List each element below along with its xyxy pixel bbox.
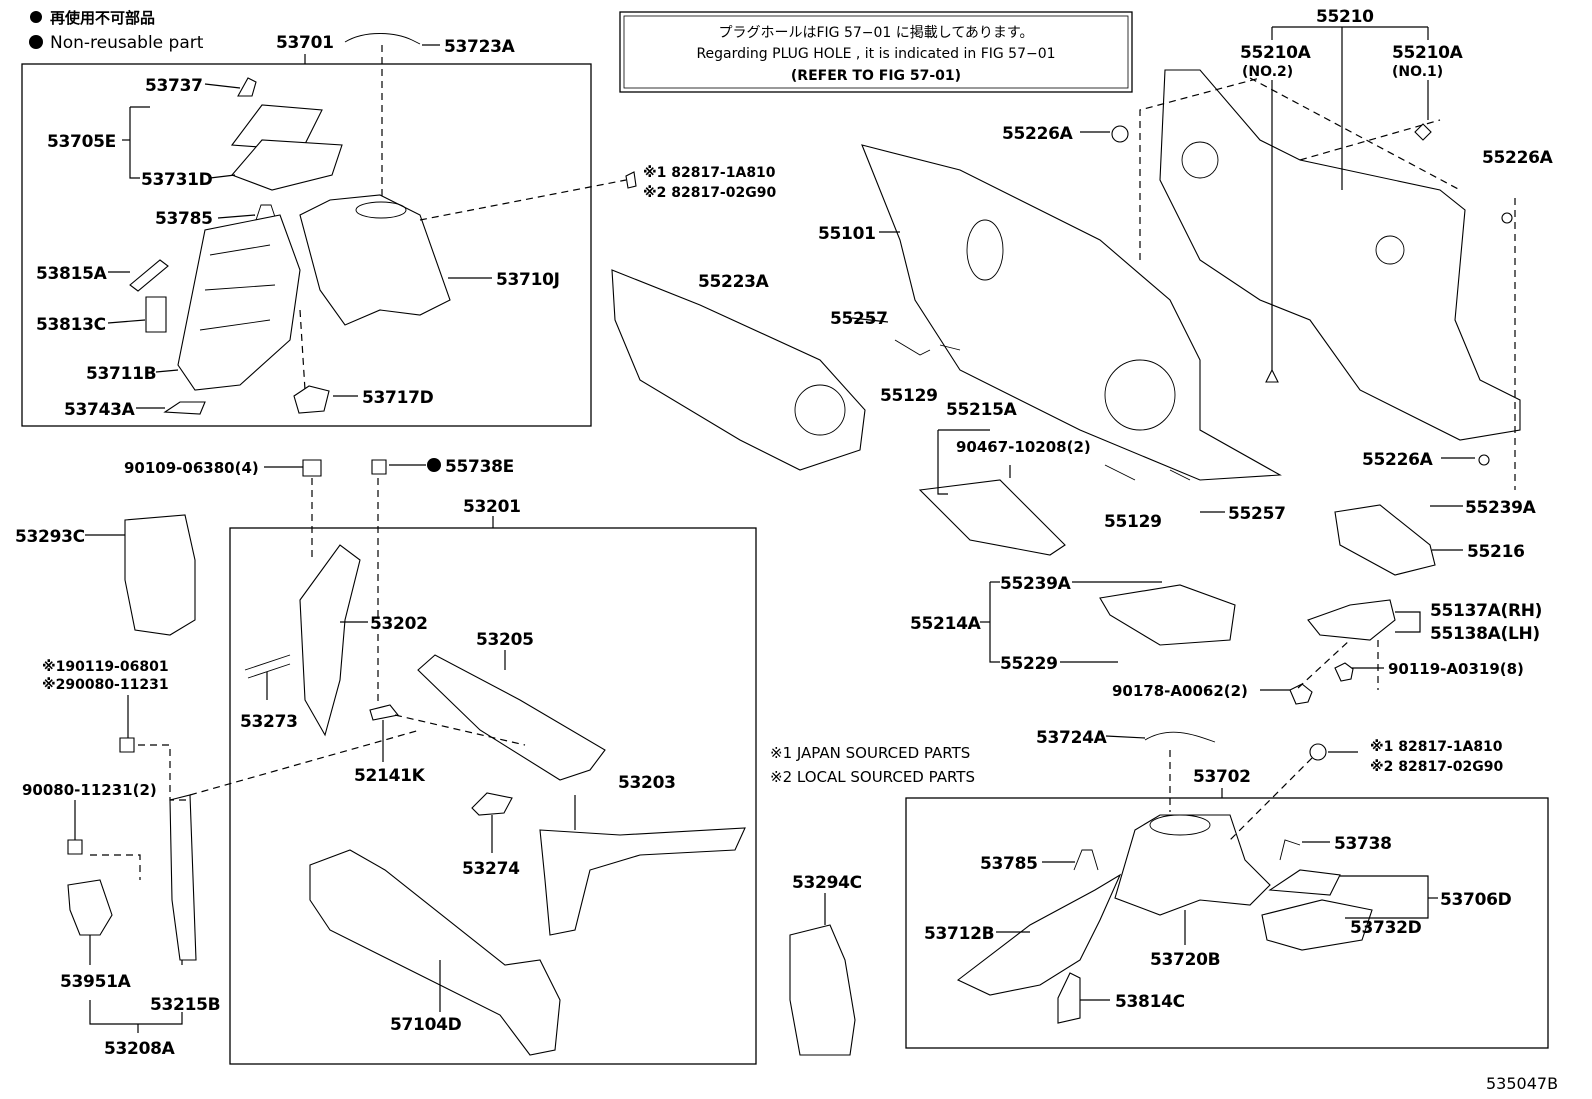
label-290080-11231[interactable]: ※290080-11231 [42, 677, 169, 693]
legend: 再使用不可部品 Non-reusable part [29, 9, 204, 53]
label-53813C[interactable]: 53813C [36, 315, 106, 335]
label-55226A-top[interactable]: 55226A [1002, 124, 1074, 144]
source-note-japan: ※1 JAPAN SOURCED PARTS [770, 744, 970, 762]
label-53737[interactable]: 53737 [145, 76, 203, 96]
leader-lines [74, 26, 1516, 1033]
label-53274[interactable]: 53274 [462, 859, 520, 879]
notice-ref: (REFER TO FIG 57-01) [791, 68, 961, 84]
label-53705E[interactable]: 53705E [47, 132, 116, 152]
legend-jp-label: 再使用不可部品 [50, 9, 155, 27]
label-53731D[interactable]: 53731D [141, 170, 213, 190]
label-53293C[interactable]: 53293C [15, 527, 85, 547]
label-53273[interactable]: 53273 [240, 712, 298, 732]
label-55210[interactable]: 55210 [1316, 7, 1374, 27]
legend-en-label: Non-reusable part [50, 33, 204, 53]
label-53815A[interactable]: 53815A [36, 264, 108, 284]
label-53712B[interactable]: 53712B [924, 924, 995, 944]
label-no1: (NO.1) [1392, 64, 1443, 80]
label-55738E[interactable]: 55738E [445, 457, 514, 477]
label-53215B[interactable]: 53215B [150, 995, 221, 1015]
label-82817-1A810-top[interactable]: ※1 82817-1A810 [643, 165, 776, 181]
label-90178-A0062[interactable]: 90178-A0062(2) [1112, 682, 1248, 700]
label-53294C[interactable]: 53294C [792, 873, 862, 893]
label-82817-02G90-bottom[interactable]: ※2 82817-02G90 [1370, 759, 1503, 775]
label-190119-06801[interactable]: ※190119-06801 [42, 659, 169, 675]
label-55216[interactable]: 55216 [1467, 542, 1525, 562]
label-55239A-left[interactable]: 55239A [1000, 574, 1072, 594]
source-note-local: ※2 LOCAL SOURCED PARTS [770, 768, 975, 786]
label-55229[interactable]: 55229 [1000, 654, 1058, 674]
label-55210A-no2[interactable]: 55210A [1240, 43, 1312, 63]
label-90119-A0319[interactable]: 90119-A0319(8) [1388, 660, 1524, 678]
part-labels: 53701 53723A 53737 53705E 53731D 53785 5… [15, 7, 1558, 1093]
non-reusable-bullet-icon [427, 458, 441, 472]
notice-jp: プラグホールはFIG 57−01 に掲載してあります。 [718, 25, 1033, 41]
label-53701[interactable]: 53701 [276, 33, 334, 53]
label-53711B[interactable]: 53711B [86, 364, 157, 384]
label-82817-02G90-top[interactable]: ※2 82817-02G90 [643, 185, 776, 201]
label-53951A[interactable]: 53951A [60, 972, 132, 992]
label-53717D[interactable]: 53717D [362, 388, 434, 408]
label-53208A[interactable]: 53208A [104, 1039, 176, 1059]
label-53723A[interactable]: 53723A [444, 37, 516, 57]
label-55257-top[interactable]: 55257 [830, 309, 888, 329]
label-55214A[interactable]: 55214A [910, 614, 982, 634]
label-53201[interactable]: 53201 [463, 497, 521, 517]
group-box-53701 [21, 63, 592, 427]
label-55137A-rh[interactable]: 55137A(RH) [1430, 601, 1542, 621]
part-illustrations [67, 33, 1521, 1056]
label-55210A-no1[interactable]: 55210A [1392, 43, 1464, 63]
label-55239A-right[interactable]: 55239A [1465, 498, 1537, 518]
label-82817-1A810-bottom[interactable]: ※1 82817-1A810 [1370, 739, 1503, 755]
label-53202[interactable]: 53202 [370, 614, 428, 634]
label-53706D[interactable]: 53706D [1440, 890, 1512, 910]
label-53814C[interactable]: 53814C [1115, 992, 1185, 1012]
label-55223A[interactable]: 55223A [698, 272, 770, 292]
label-53724A[interactable]: 53724A [1036, 728, 1108, 748]
figure-id: 535047B [1486, 1074, 1558, 1093]
label-55215A[interactable]: 55215A [946, 400, 1018, 420]
label-55101[interactable]: 55101 [818, 224, 876, 244]
label-53205[interactable]: 53205 [476, 630, 534, 650]
label-53732D[interactable]: 53732D [1350, 918, 1422, 938]
label-no2: (NO.2) [1242, 64, 1293, 80]
notice-en: Regarding PLUG HOLE , it is indicated in… [696, 46, 1055, 62]
label-90109-06380[interactable]: 90109-06380(4) [124, 459, 259, 477]
label-55138A-lh[interactable]: 55138A(LH) [1430, 624, 1540, 644]
label-90467-10208[interactable]: 90467-10208(2) [956, 438, 1091, 456]
label-55129-bottom[interactable]: 55129 [1104, 512, 1162, 532]
label-53702[interactable]: 53702 [1193, 767, 1251, 787]
label-57104D[interactable]: 57104D [390, 1015, 462, 1035]
label-55226A-bottom[interactable]: 55226A [1362, 450, 1434, 470]
non-reusable-bullet-icon [29, 35, 43, 49]
label-53743A[interactable]: 53743A [64, 400, 136, 420]
label-53738[interactable]: 53738 [1334, 834, 1392, 854]
label-52141K[interactable]: 52141K [354, 766, 426, 786]
label-55129-top[interactable]: 55129 [880, 386, 938, 406]
label-53785-top[interactable]: 53785 [155, 209, 213, 229]
group-box-53702 [905, 797, 1549, 1049]
label-53720B[interactable]: 53720B [1150, 950, 1221, 970]
label-53785-bottom[interactable]: 53785 [980, 854, 1038, 874]
label-53710J[interactable]: 53710J [496, 270, 560, 290]
label-55257-bottom[interactable]: 55257 [1228, 504, 1286, 524]
label-53203[interactable]: 53203 [618, 773, 676, 793]
label-90080-11231[interactable]: 90080-11231(2) [22, 781, 157, 799]
label-55226A-right[interactable]: 55226A [1482, 148, 1554, 168]
plug-hole-notice: プラグホールはFIG 57−01 に掲載してあります。 Regarding PL… [619, 11, 1133, 93]
non-reusable-bullet-icon [30, 11, 42, 23]
